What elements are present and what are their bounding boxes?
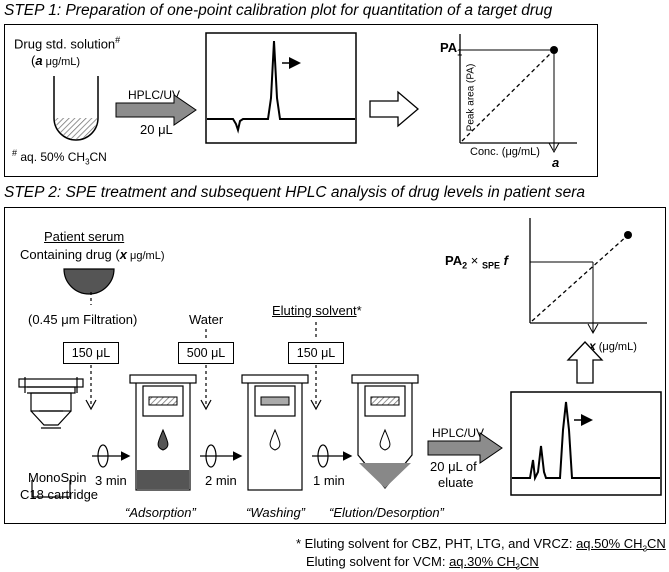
step2-panel — [4, 207, 666, 524]
monospin-cartridge — [18, 377, 84, 498]
serum-desc: Containing drug (x μg/mL) — [20, 247, 165, 262]
step2-hplc-volume-a: 20 μL of — [430, 459, 477, 474]
step1-panel — [4, 24, 598, 177]
std-concentration: (a μg/mL) — [31, 53, 81, 68]
std-solution-label: Drug std. solution# — [14, 35, 121, 52]
water-label: Water — [189, 312, 224, 327]
footnote-line2: Eluting solvent for VCM: aq.30% CH3CN — [306, 554, 539, 572]
step1-chromatogram — [205, 32, 357, 144]
eluting-volume-box: 150 μL — [288, 342, 344, 364]
eluting-label: Eluting solvent* — [272, 303, 362, 318]
step1-gray-arrow — [115, 94, 197, 126]
step1-calibration-plot — [459, 34, 577, 154]
step2-open-arrow — [566, 341, 604, 384]
tube-elution — [351, 374, 419, 489]
step2-hplc-label: HPLC/UV — [432, 426, 485, 440]
step1-x-axis-title: Conc. (μg/mL) — [470, 146, 540, 158]
step1-hplc-label: HPLC/UV — [128, 88, 181, 102]
filtration-label: (0.45 μm Filtration) — [28, 312, 138, 327]
serum-label: Patient serum — [44, 229, 125, 244]
tube-washing — [241, 374, 309, 491]
time-3min: 3 min — [95, 473, 127, 488]
step2-hplc-volume-b: eluate — [438, 475, 474, 490]
std-tube — [53, 76, 99, 141]
step2-gray-arrow — [427, 432, 503, 464]
stage-adsorption: “Adsorption” — [125, 505, 196, 520]
footnote-line1: * Eluting solvent for CBZ, PHT, LTG, and… — [296, 536, 666, 554]
cartridge-label-a: MonoSpin — [28, 470, 87, 485]
step1-title: STEP 1: Preparation of one-point calibra… — [4, 2, 553, 19]
step2-chromatogram — [510, 391, 662, 496]
stage-elution: “Elution/Desorption” — [329, 505, 444, 520]
serum-dome — [63, 268, 115, 295]
serum-volume-box: 150 μL — [63, 342, 119, 364]
step2-x-label: x (μg/mL) — [589, 339, 637, 353]
centrifuge-arrows — [92, 444, 353, 468]
time-1min: 1 min — [313, 473, 345, 488]
time-2min: 2 min — [205, 473, 237, 488]
dashed-arrows — [85, 292, 322, 411]
step1-x-value: a — [552, 155, 560, 170]
std-footnote: # aq. 50% CH3CN — [12, 148, 107, 167]
tube-adsorption — [129, 374, 197, 491]
step1-open-arrow — [369, 90, 420, 128]
step2-plot — [529, 218, 647, 335]
water-volume-box: 500 μL — [178, 342, 234, 364]
step2-plot-y-value: PA2 × SPE f — [445, 253, 508, 271]
cartridge-label-b: C18 cartridge — [20, 487, 99, 502]
stage-washing: “Washing” — [246, 505, 306, 520]
step1-volume: 20 μL — [140, 122, 173, 137]
step2-title: STEP 2: SPE treatment and subsequent HPL… — [4, 184, 585, 201]
